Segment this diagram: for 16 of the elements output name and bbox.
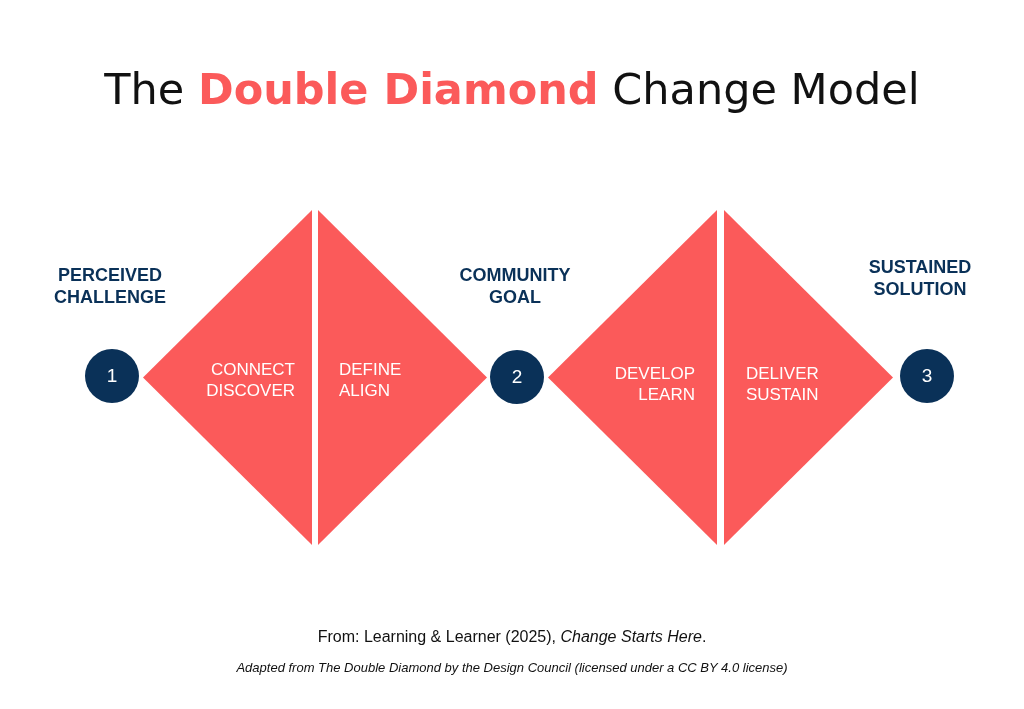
attribution-note: Adapted from The Double Diamond by the Design Council (licensed under a CC BY 4.0 license): [236, 660, 788, 675]
stage-heading: PERCEIVED CHALLENGE: [53, 264, 167, 308]
step-circle: [900, 349, 954, 403]
stage-heading: COMMUNITY GOAL: [458, 264, 572, 308]
phase-label: DEFINE ALIGN: [339, 359, 403, 401]
step-number: 1: [106, 365, 118, 387]
title: The Double Diamond Change Model: [103, 64, 921, 114]
phase-label: CONNECT DISCOVER: [205, 359, 295, 401]
step-circle: [85, 349, 139, 403]
source-citation: From: Learning & Learner (2025), Change Starts Here.: [317, 628, 707, 645]
phase-label: DEVELOP LEARN: [613, 363, 695, 405]
step-number: 3: [921, 365, 933, 387]
step-number: 2: [511, 366, 523, 388]
phase-label: DELIVER SUSTAIN: [746, 363, 820, 405]
stage-heading: SUSTAINED SOLUTION: [867, 256, 973, 300]
step-circle: [490, 350, 544, 404]
